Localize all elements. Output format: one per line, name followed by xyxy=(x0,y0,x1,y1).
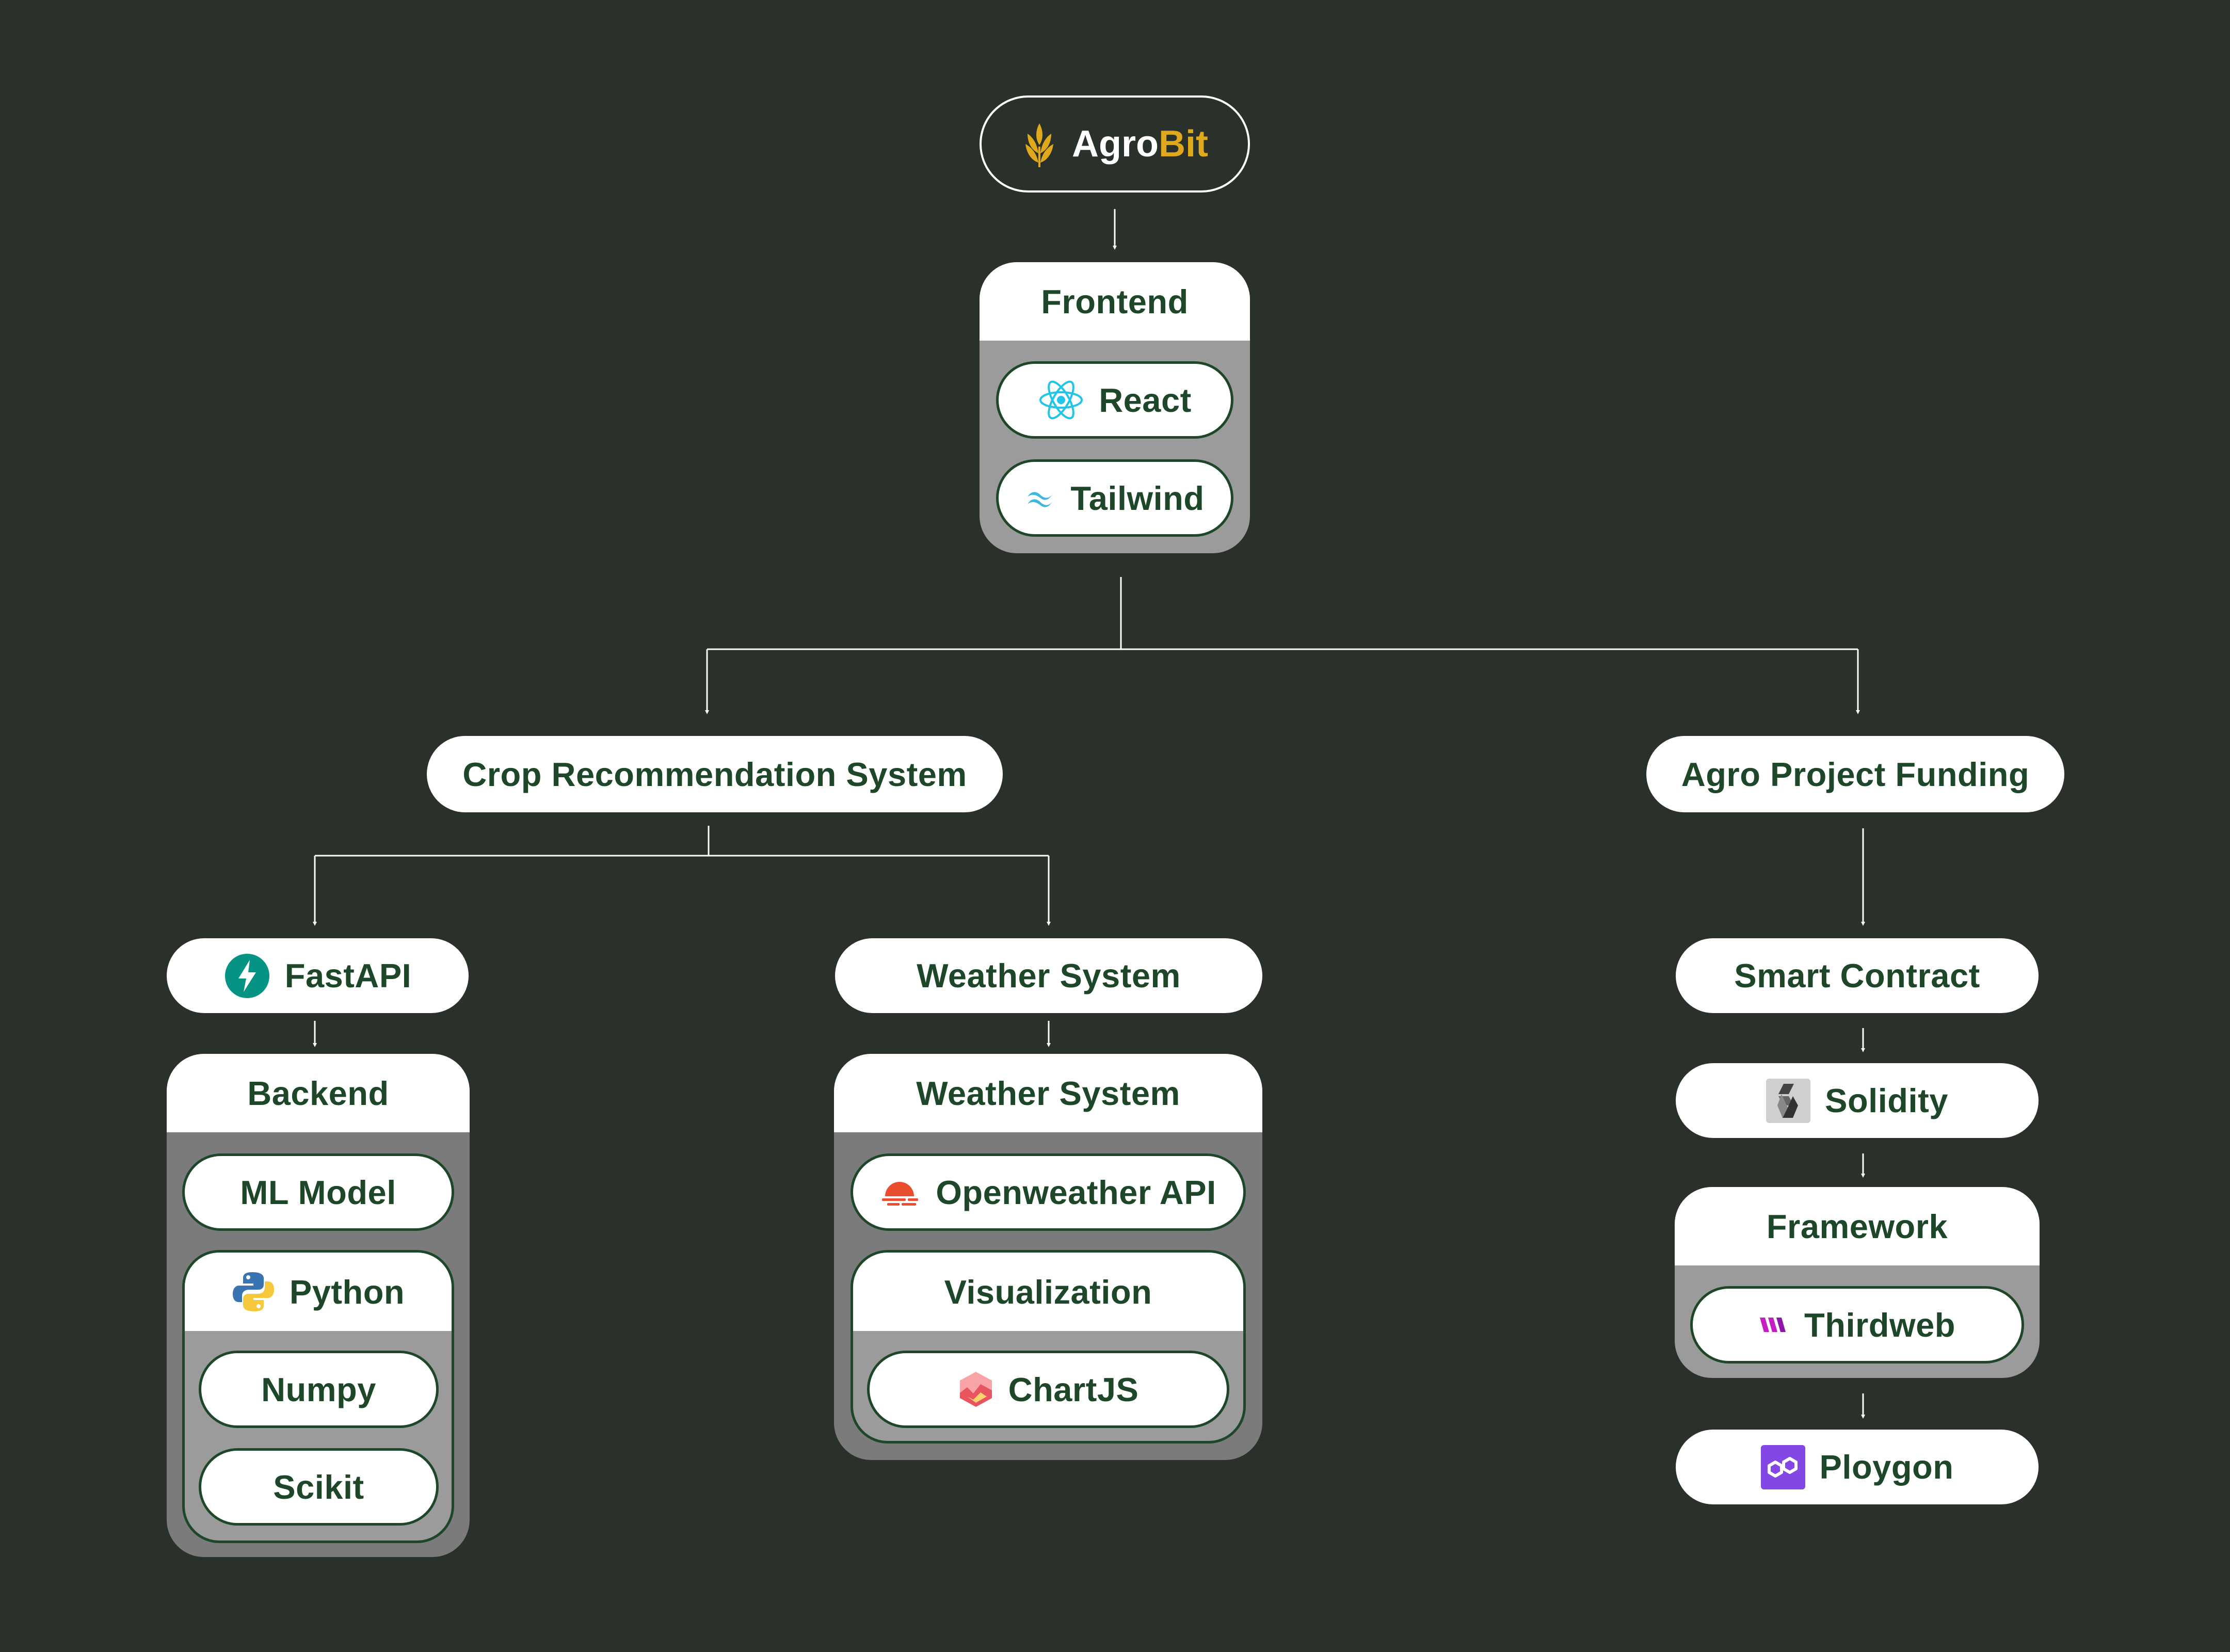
openweather-pill[interactable]: Openweather API xyxy=(851,1153,1246,1231)
polygon-pill[interactable]: Ploygon xyxy=(1676,1430,2039,1504)
react-icon xyxy=(1038,379,1084,421)
agro-project-funding-pill[interactable]: Agro Project Funding xyxy=(1646,736,2064,812)
tailwind-icon xyxy=(1025,488,1056,508)
solidity-pill[interactable]: Solidity xyxy=(1676,1063,2039,1138)
ml-model-pill[interactable]: ML Model xyxy=(182,1153,454,1231)
crop-recommendation-pill[interactable]: Crop Recommendation System xyxy=(427,736,1003,812)
openweather-label: Openweather API xyxy=(936,1173,1216,1211)
thirdweb-label: Thirdweb xyxy=(1804,1306,1955,1344)
chartjs-pill[interactable]: ChartJS xyxy=(867,1351,1229,1428)
fastapi-label: FastAPI xyxy=(284,957,412,995)
weather-system-pill[interactable]: Weather System xyxy=(835,938,1262,1013)
fastapi-icon xyxy=(224,953,270,999)
numpy-label: Numpy xyxy=(261,1370,376,1408)
tailwind-label: Tailwind xyxy=(1070,479,1205,517)
python-icon xyxy=(232,1270,275,1313)
thirdweb-pill[interactable]: Thirdweb xyxy=(1690,1286,2024,1364)
python-title: Python xyxy=(185,1253,452,1331)
crop-recommendation-label: Crop Recommendation System xyxy=(462,755,967,793)
wheat-icon xyxy=(1021,118,1057,170)
thirdweb-icon xyxy=(1759,1316,1790,1334)
react-pill[interactable]: React xyxy=(996,361,1233,439)
chartjs-label: ChartJS xyxy=(1008,1370,1139,1408)
brand-name-part2: Bit xyxy=(1159,123,1208,165)
backend-title: Backend xyxy=(167,1054,470,1132)
python-label: Python xyxy=(289,1273,405,1311)
fastapi-pill[interactable]: FastAPI xyxy=(167,938,469,1013)
visualization-title: Visualization xyxy=(853,1253,1243,1331)
scikit-label: Scikit xyxy=(273,1468,364,1506)
tailwind-pill[interactable]: Tailwind xyxy=(996,459,1233,537)
solidity-label: Solidity xyxy=(1825,1082,1948,1119)
weather-card-title: Weather System xyxy=(834,1054,1262,1132)
smart-contract-label: Smart Contract xyxy=(1734,957,1980,995)
numpy-pill[interactable]: Numpy xyxy=(199,1351,439,1428)
frontend-title: Frontend xyxy=(980,262,1250,341)
brand-name-part1: Agro xyxy=(1072,123,1159,165)
solidity-icon xyxy=(1766,1078,1811,1123)
openweather-icon xyxy=(880,1177,921,1208)
polygon-label: Ploygon xyxy=(1819,1448,1954,1486)
ml-model-label: ML Model xyxy=(240,1173,396,1211)
chartjs-icon xyxy=(958,1370,994,1409)
framework-title: Framework xyxy=(1675,1187,2040,1265)
scikit-pill[interactable]: Scikit xyxy=(199,1448,439,1526)
react-label: React xyxy=(1099,381,1192,419)
smart-contract-pill[interactable]: Smart Contract xyxy=(1676,938,2039,1013)
polygon-icon xyxy=(1760,1445,1805,1489)
weather-system-label: Weather System xyxy=(917,957,1181,995)
agro-project-funding-label: Agro Project Funding xyxy=(1681,755,2030,793)
